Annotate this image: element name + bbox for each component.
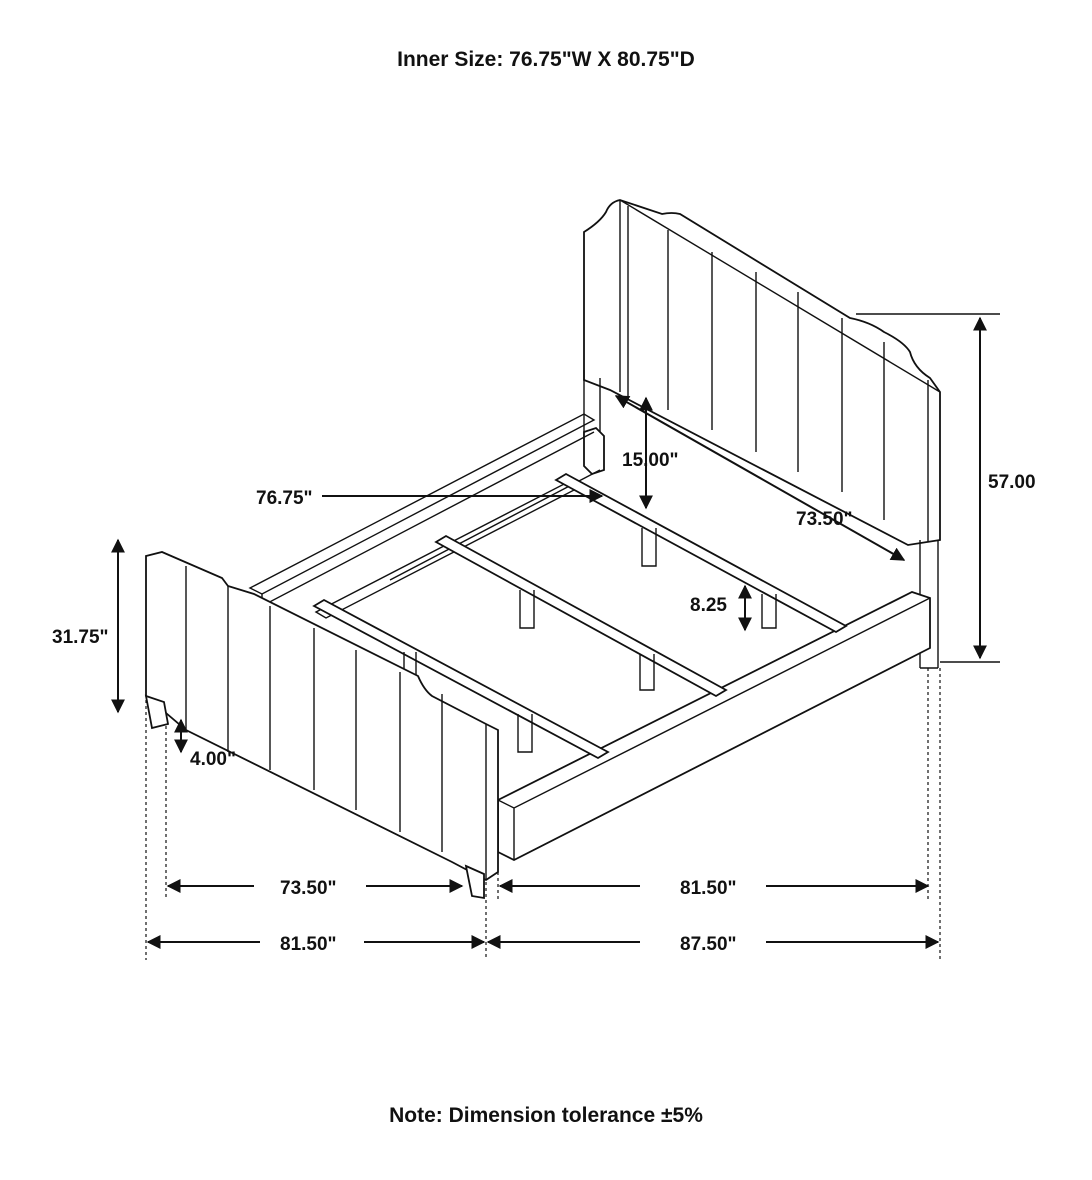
- inner-size-title: Inner Size: 76.75"W X 80.75"D: [397, 48, 695, 71]
- tolerance-note: Note: Dimension tolerance ±5%: [389, 1104, 703, 1127]
- overall-length-label: 87.50": [680, 934, 737, 955]
- dimension-lines: [111, 313, 1000, 960]
- headboard-width-label: 73.50": [796, 509, 853, 530]
- headboard-height-label: 57.00: [988, 472, 1036, 493]
- footboard: [144, 551, 499, 900]
- support-leg-height-label: 8.25: [690, 595, 727, 616]
- overall-width-label: 81.50": [280, 934, 337, 955]
- clearance-height-label: 15.00": [622, 450, 679, 471]
- side-length-label: 81.50": [680, 878, 737, 899]
- leg-height-label: 4.00": [190, 749, 236, 770]
- footboard-width-label: 73.50": [280, 878, 337, 899]
- footboard-height-label: 31.75": [52, 627, 109, 648]
- inner-width-label: 76.75": [256, 488, 313, 509]
